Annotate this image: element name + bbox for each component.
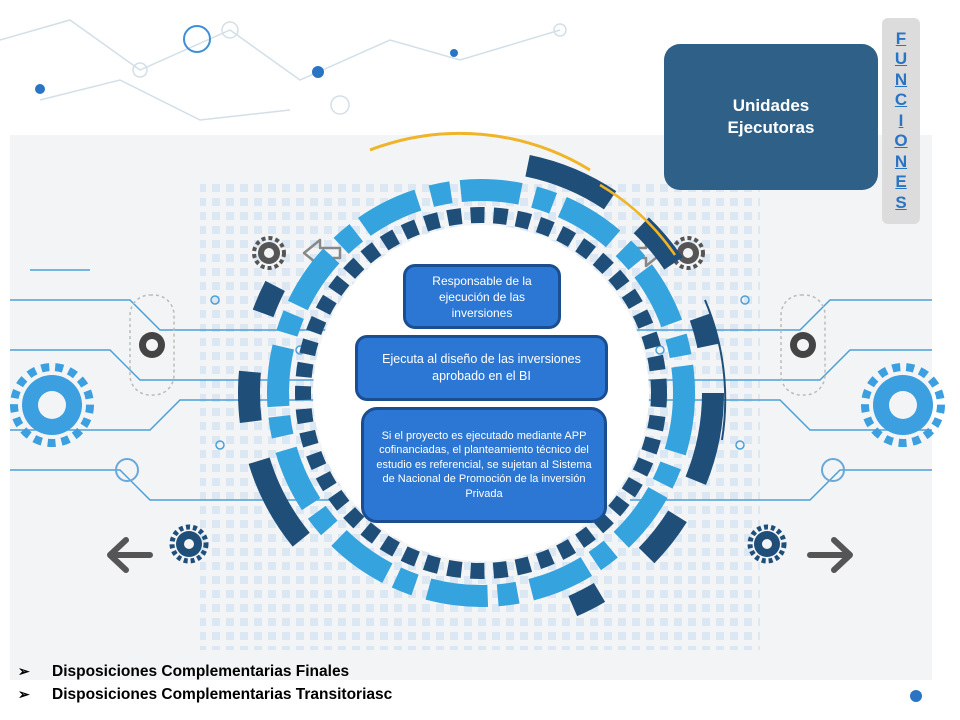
list-item: ➢ Disposiciones Complementarias Transito…: [18, 683, 392, 706]
gear-icon: [252, 236, 286, 270]
gear-icon: [10, 363, 94, 447]
unidades-ejecutoras-card: Unidades Ejecutoras: [664, 44, 878, 190]
wheel-icon: [129, 294, 175, 396]
tab-letter: S: [895, 192, 907, 212]
tab-letter: I: [898, 110, 904, 130]
function-text: Ejecuta al diseño de las inversiones apr…: [382, 352, 581, 383]
arrow-left-icon: [107, 537, 153, 573]
gear-icon: [169, 524, 209, 564]
network-node: [312, 66, 324, 78]
arrow-bullet-icon: ➢: [18, 686, 30, 702]
tab-letter: N: [894, 151, 908, 171]
gear-icon: [861, 363, 945, 447]
tab-letter: E: [895, 172, 907, 192]
wheel-icon: [780, 294, 826, 396]
gear-icon: [747, 524, 787, 564]
function-box-responsable: Responsable de la ejecución de las inver…: [403, 264, 561, 329]
function-box-app: Si el proyecto es ejecutado mediante APP…: [361, 407, 607, 523]
arrow-right-icon: [807, 537, 853, 573]
funciones-vertical-tab[interactable]: F U N C I O N E S: [882, 18, 920, 224]
network-node: [183, 25, 211, 53]
tab-letter: F: [895, 28, 907, 48]
gear-icon: [671, 236, 705, 270]
arrow-left-outline-icon: [302, 238, 342, 268]
network-node: [35, 84, 45, 94]
circle-arrow-icon: [115, 458, 845, 482]
function-text: Si el proyecto es ejecutado mediante APP…: [376, 429, 592, 500]
function-text: Responsable de la ejecución de las inver…: [432, 273, 532, 320]
function-box-ejecuta: Ejecuta al diseño de las inversiones apr…: [355, 335, 608, 401]
arrow-bullet-icon: ➢: [18, 663, 30, 679]
network-node: [910, 690, 922, 702]
network-node: [450, 49, 458, 57]
tab-letter: C: [894, 90, 908, 110]
list-item-text: Disposiciones Complementarias Transitori…: [52, 685, 393, 703]
dispositions-list: ➢ Disposiciones Complementarias Finales …: [18, 660, 392, 706]
tab-letter: O: [894, 131, 908, 151]
circuit-lines-right: [630, 295, 932, 501]
unit-card-title: Unidades Ejecutoras: [727, 96, 815, 137]
list-item: ➢ Disposiciones Complementarias Finales: [18, 660, 392, 683]
tab-letter: U: [894, 49, 908, 69]
network-lines-top: [0, 19, 567, 121]
list-item-text: Disposiciones Complementarias Finales: [52, 662, 350, 680]
tab-letter: N: [894, 69, 908, 89]
